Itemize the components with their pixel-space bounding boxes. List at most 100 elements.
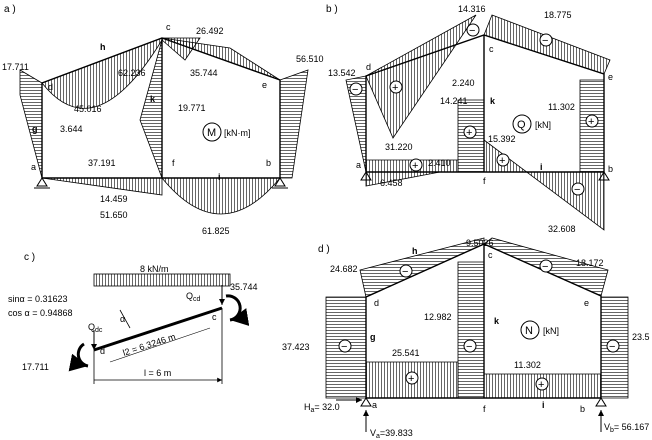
length-horizontal: l = 6 m [144, 368, 171, 378]
value-a-10: 51.650 [100, 210, 128, 220]
node-a-g: g [32, 124, 38, 134]
value-a-6: 19.771 [178, 103, 206, 113]
node-b-i: i [540, 162, 543, 172]
sign-b-0: − [352, 84, 358, 96]
value-a-5: 45.016 [74, 104, 102, 114]
value-b-10: 32.608 [548, 224, 576, 234]
value-b-5: 11.302 [548, 102, 575, 112]
unit-a: [kN·m] [224, 128, 251, 138]
node-a-f: f [172, 158, 175, 168]
sign-d-2: − [341, 341, 347, 353]
value-b-6: 31.220 [385, 142, 413, 152]
sign-b-5: + [588, 116, 594, 128]
signs-d: − − − − − + + [338, 259, 620, 391]
node-a-i: i [218, 172, 221, 182]
value-a-1: 26.492 [196, 26, 224, 36]
value-a-0: 17.711 [2, 62, 29, 72]
node-a-k: k [150, 94, 156, 104]
node-d-b: b [580, 404, 585, 414]
inclined-member [93, 306, 223, 352]
node-d-c: c [488, 250, 493, 260]
sign-d-5: + [408, 373, 414, 385]
moment-d-value: 17.711 [22, 362, 49, 372]
dim-line-inclined [109, 327, 211, 363]
value-b-9: 6.458 [380, 178, 403, 188]
unit-d: [kN] [543, 326, 559, 336]
node-d-f: f [483, 404, 486, 414]
node-d-d: d [374, 298, 379, 308]
node-d-i: i [542, 400, 545, 410]
panel-b-label: b ) [326, 4, 338, 15]
value-b-8: 2.410 [428, 158, 451, 168]
sign-d-1: − [542, 261, 548, 273]
supports-a [34, 177, 288, 189]
node-a-c: c [166, 22, 171, 32]
node-b-f: f [483, 176, 486, 186]
node-d-h: h [412, 246, 418, 256]
node-b-e: e [608, 72, 613, 82]
value-d-7: 11.302 [514, 360, 541, 370]
moment-c-value: 35.744 [230, 282, 258, 292]
shear-d: Qdc [88, 322, 103, 334]
length-inclined: l2 = 6.3246 m [122, 331, 177, 357]
shear-c: Qcd [186, 291, 201, 303]
symbol-d-circle [520, 320, 540, 340]
symbol-d: N [525, 325, 533, 337]
value-b-3: 2.240 [452, 78, 475, 88]
panel-c-label: c ) [24, 252, 35, 263]
supports-b [360, 171, 610, 181]
sign-d-6: + [538, 379, 544, 391]
value-a-8: 37.191 [88, 158, 116, 168]
panel-c-free-body: c ) 8 kN/m sinα = 0.31623 cos α = 0.9486… [8, 252, 258, 384]
node-a-a: a [31, 162, 36, 172]
sign-d-3: − [466, 341, 472, 353]
symbol-a: M [207, 127, 216, 139]
value-d-0: 9.5026 [466, 238, 494, 248]
distributed-load-block [93, 273, 231, 287]
symbol-a-circle [202, 122, 222, 142]
moment-areas-a [19, 37, 309, 215]
supports-d [336, 397, 607, 432]
sign-b-7: + [499, 155, 505, 167]
value-b-2: 13.542 [328, 68, 356, 78]
shear-areas-b [345, 14, 611, 231]
sign-b-2: − [469, 25, 475, 37]
node-b-c: c [489, 44, 494, 54]
value-d-2: 18.172 [576, 258, 604, 268]
value-d-5: 23.5 [632, 332, 650, 342]
panel-d-label: d ) [318, 244, 330, 255]
value-d-6: 25.541 [392, 348, 420, 358]
signs-b: − + − − + + + + − [349, 23, 599, 196]
moment-d-arc [68, 342, 89, 372]
panel-a-label: a ) [4, 4, 16, 15]
load-label: 8 kN/m [140, 264, 169, 274]
node-d-g: g [370, 332, 376, 342]
reaction-va: Va=39.833 [370, 428, 413, 440]
node-b-d: d [366, 62, 371, 72]
value-a-2: 62.236 [118, 68, 146, 78]
value-a-7: 3.644 [60, 124, 83, 134]
sign-b-4: + [466, 127, 472, 139]
node-d-a: a [372, 400, 377, 410]
panel-a-moment-diagram: a ) a b c d e f g h i [2, 4, 324, 236]
value-d-3: 12.982 [424, 312, 452, 322]
value-b-1: 18.775 [544, 10, 572, 20]
value-b-4: 14.241 [440, 96, 468, 106]
node-a-b: b [266, 158, 271, 168]
alpha-label: α [120, 314, 125, 324]
symbol-b-circle [512, 114, 532, 134]
reaction-ha: Ha= 32.0 [304, 402, 340, 414]
sin-alpha: sinα = 0.31623 [8, 294, 68, 304]
value-a-4: 56.510 [296, 54, 324, 64]
value-a-3: 35.744 [190, 68, 218, 78]
sign-b-6: + [412, 160, 418, 172]
node-c-d: d [100, 346, 105, 356]
moment-c-arc [225, 294, 250, 326]
panel-d-normal-diagram: d ) a b c d e f g h i k [282, 237, 650, 440]
node-b-a: a [356, 160, 361, 170]
cos-alpha: cos α = 0.94868 [8, 308, 73, 318]
sign-b-1: + [392, 82, 398, 94]
unit-b: [kN] [535, 120, 551, 130]
node-a-d: d [48, 82, 53, 92]
